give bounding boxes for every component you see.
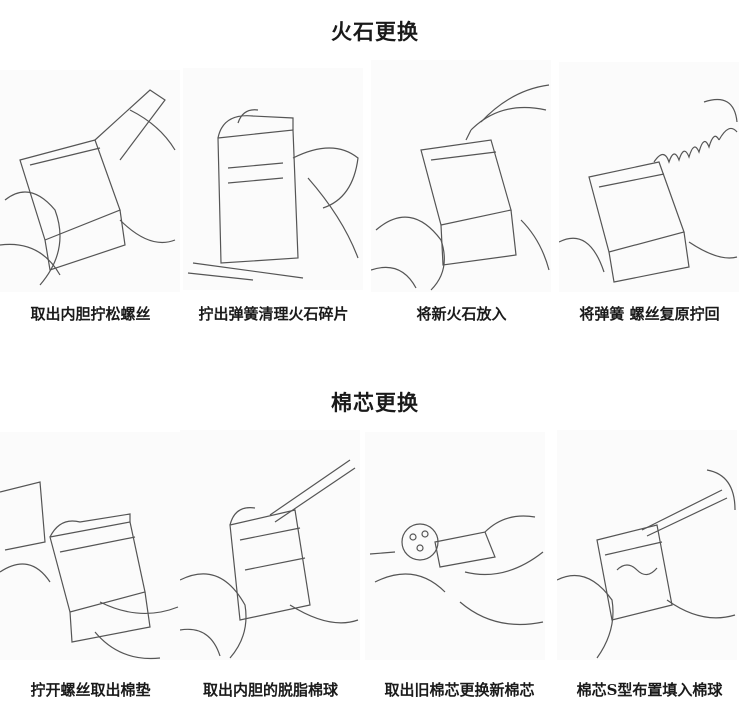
replace-wick-icon <box>369 515 544 625</box>
step-caption: 取出内胆拧松螺丝 <box>30 305 151 323</box>
section-title-wick: 棉芯更换 <box>331 390 419 415</box>
step-illustration <box>365 432 545 660</box>
step-caption: 拧开螺丝取出棉垫 <box>30 681 151 699</box>
step-illustration <box>371 60 551 292</box>
step-caption: 拧出弹簧清理火石碎片 <box>198 305 349 323</box>
step-illustration <box>0 70 180 292</box>
replace-spring-icon <box>559 98 738 283</box>
step-caption: 取出内胆的脱脂棉球 <box>202 681 338 699</box>
step-caption: 将弹簧 螺丝复原拧回 <box>579 305 720 323</box>
remove-felt-pad-icon <box>0 481 179 660</box>
step-caption: 取出旧棉芯更换新棉芯 <box>384 681 535 699</box>
unscrew-flint-screw-icon <box>0 89 176 286</box>
insert-flint-icon <box>371 84 550 291</box>
step-illustration <box>557 430 737 660</box>
section-title-flint: 火石更换 <box>331 19 419 44</box>
step-illustration <box>183 68 363 290</box>
step-caption: 将新火石放入 <box>416 305 507 323</box>
step-caption: 棉芯S型布置填入棉球 <box>576 681 723 699</box>
step-illustration <box>0 432 180 660</box>
step-illustration <box>180 430 360 660</box>
fill-cotton-icon <box>557 469 736 659</box>
step-illustration <box>559 62 739 292</box>
remove-cotton-balls-icon <box>180 459 359 659</box>
spring-removal-icon <box>187 109 359 281</box>
